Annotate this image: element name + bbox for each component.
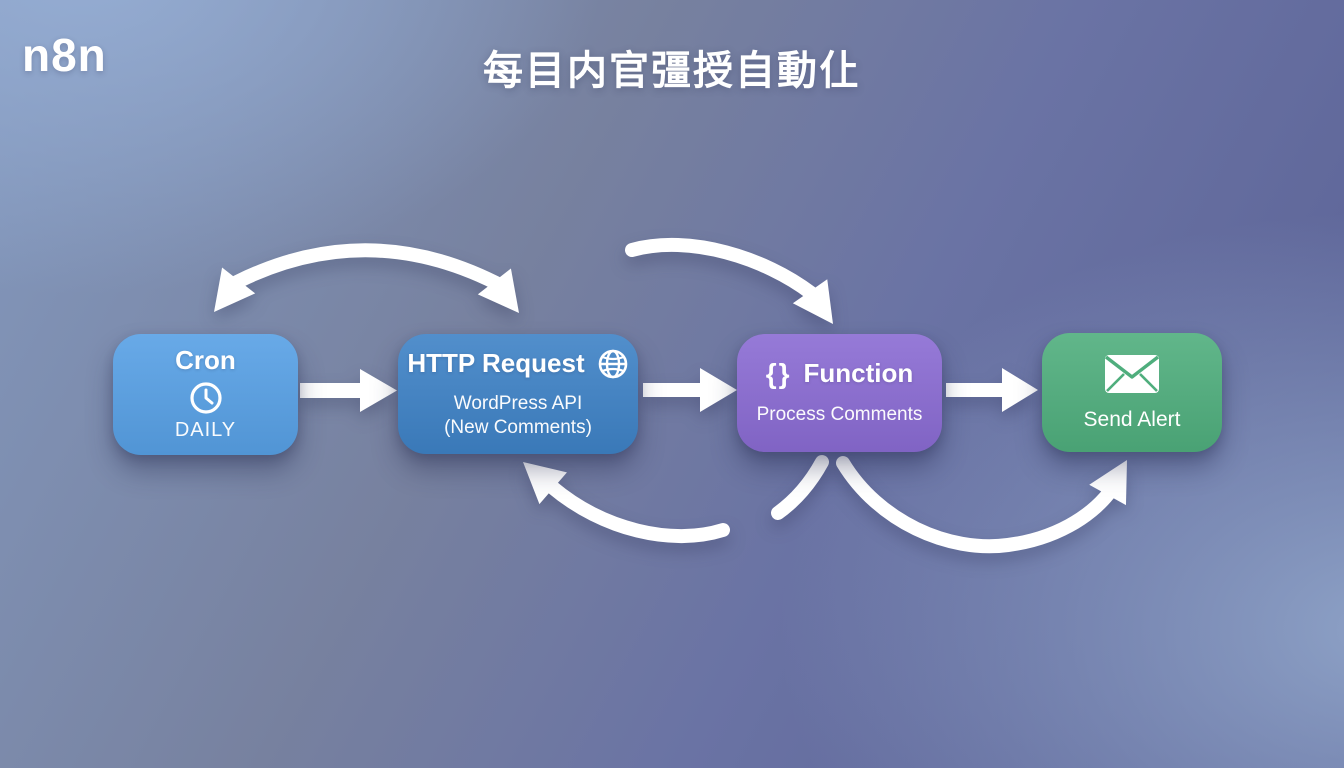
function-subtitle: Process Comments <box>756 404 923 426</box>
curve-arrow-function-back-to-http <box>523 455 829 543</box>
envelope-icon <box>1104 354 1160 394</box>
node-send-alert[interactable]: Send Alert <box>1042 333 1222 452</box>
curve-arrow-function-to-send <box>836 456 1127 554</box>
function-title: Function <box>803 358 914 389</box>
arc-arrow-cron-http <box>214 243 519 313</box>
globe-icon <box>597 348 629 380</box>
cron-subtitle: DAILY <box>174 418 237 441</box>
cron-title: Cron <box>175 345 236 376</box>
http-title: HTTP Request <box>407 348 585 379</box>
send-alert-label: Send Alert <box>1083 407 1181 431</box>
node-function[interactable]: {} Function Process Comments <box>737 334 942 452</box>
arrow-http-to-function <box>643 368 737 412</box>
http-subtitle-line2: (New Comments) <box>444 417 592 438</box>
http-subtitle-line1: WordPress API <box>453 393 583 415</box>
page-title: 每目内官彊授自動仩 <box>483 49 861 93</box>
arrow-cron-to-http <box>300 369 397 412</box>
node-cron[interactable]: Cron DAILY <box>113 334 298 455</box>
curve-arrow-http-to-function <box>625 237 833 324</box>
n8n-logo: n8n <box>22 29 107 81</box>
braces-icon: {} <box>765 358 792 390</box>
arrow-function-to-send <box>946 368 1038 412</box>
clock-icon <box>188 380 224 416</box>
node-http-request[interactable]: HTTP Request WordPress API (New Comments… <box>398 334 638 454</box>
